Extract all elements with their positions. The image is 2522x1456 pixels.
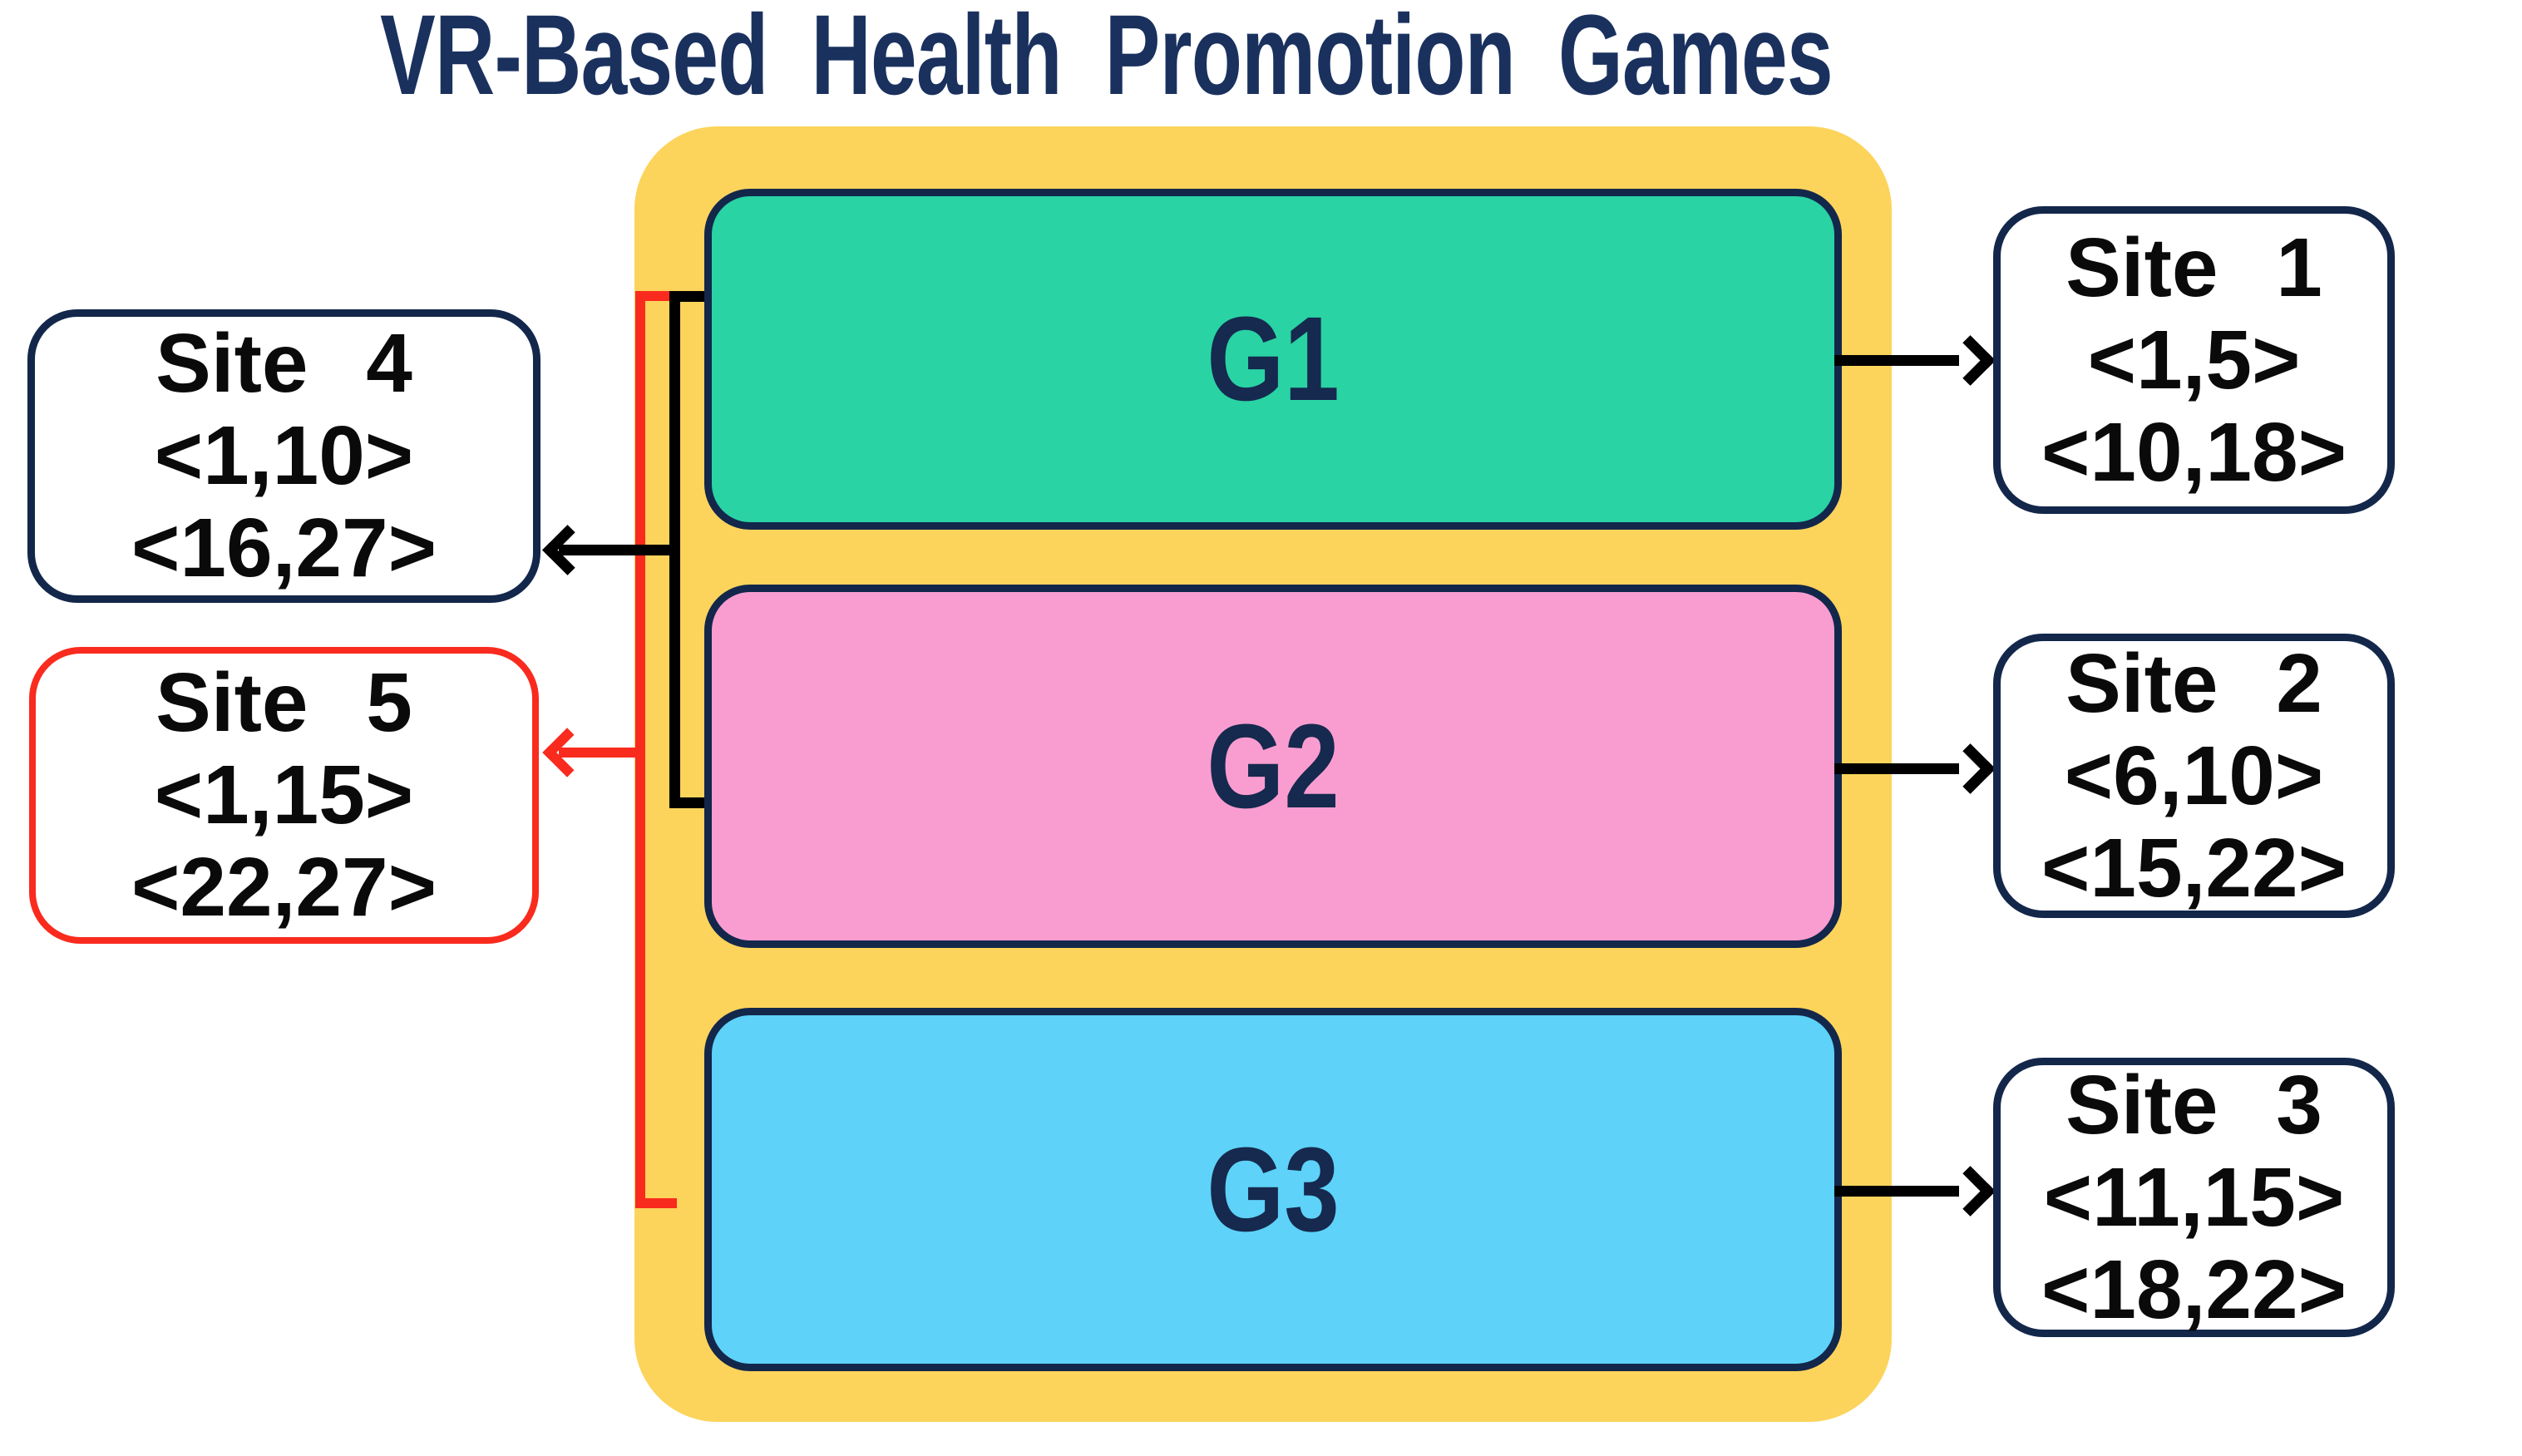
page-title-text: VR-Based Health Promotion Games [379,0,1834,119]
arrow-g1-to-site1-shaft [1834,355,1959,366]
site5-range-1: <1,15> [154,748,414,842]
arrow-g3-to-site3-shaft [1834,1186,1959,1197]
arrow-to-site5-shaft [559,748,645,758]
site3-range-1: <11,15> [2043,1150,2345,1244]
arrow-g2-to-site2-right-arrowhead-icon [1945,743,1996,794]
site-box-site1: Site 1 <1,5> <10,18> [1993,206,2395,514]
site1-name: Site 1 [2065,220,2322,314]
black-connector-bottom-segment [669,797,714,808]
site-box-site2: Site 2 <6,10> <15,22> [1993,634,2395,918]
game-label-g1: G1 [1207,292,1340,426]
red-connector-top-segment [635,291,675,301]
site4-range-2: <16,27> [131,501,437,595]
game-label-g2: G2 [1207,698,1340,833]
page-title: VR-Based Health Promotion Games [0,0,2212,118]
site2-name: Site 2 [2065,636,2322,730]
site1-range-1: <1,5> [2087,313,2301,407]
game-box-g3: G3 [704,1008,1842,1371]
arrow-to-site4-shaft [559,545,675,555]
site4-range-1: <1,10> [154,409,414,502]
site3-range-2: <18,22> [2041,1242,2347,1336]
site4-name: Site 4 [155,317,412,410]
site-box-site4: Site 4 <1,10> <16,27> [27,309,540,603]
site-box-site3: Site 3 <11,15> <18,22> [1993,1058,2395,1337]
arrow-g1-to-site1-right-arrowhead-icon [1945,335,1996,386]
game-box-g1: G1 [704,189,1842,530]
site3-name: Site 3 [2065,1058,2322,1152]
arrow-to-site5-left-arrowhead-icon [542,728,592,777]
red-connector-bottom-segment [635,1198,677,1208]
site-box-site5: Site 5 <1,15> <22,27> [29,647,539,944]
site2-range-2: <15,22> [2041,821,2347,915]
game-label-g3: G3 [1207,1122,1340,1256]
arrow-to-site4-left-arrowhead-icon [542,525,593,575]
site5-name: Site 5 [155,656,412,749]
game-box-g2: G2 [704,585,1842,948]
arrow-g2-to-site2-shaft [1834,763,1959,774]
arrow-g3-to-site3-right-arrowhead-icon [1945,1166,1996,1217]
site5-range-2: <22,27> [131,841,437,934]
site1-range-2: <10,18> [2041,405,2347,499]
black-connector-top-segment [669,291,713,302]
site2-range-1: <6,10> [2064,728,2324,822]
